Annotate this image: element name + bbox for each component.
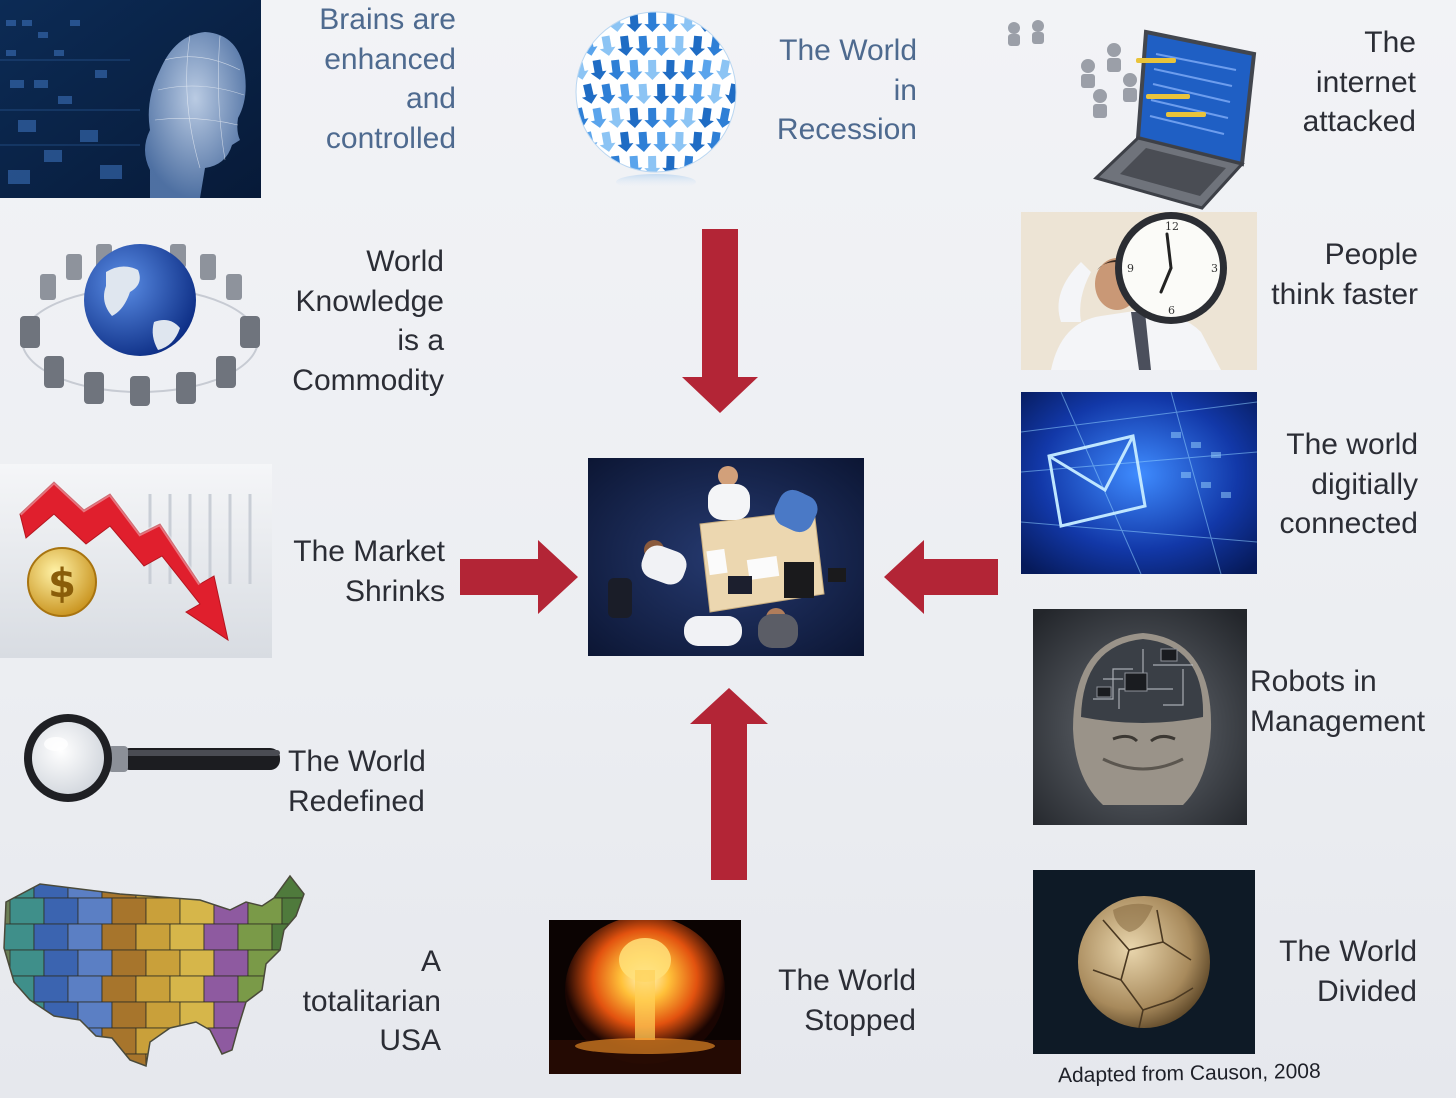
explosion-image (549, 920, 741, 1074)
digital-envelope-image (1021, 392, 1257, 574)
man-holding-clock-image: 12 3 6 9 (1021, 212, 1257, 370)
arrow-globe-image (572, 6, 740, 194)
arrow-up-icon (690, 688, 768, 880)
business-meeting-photo (588, 458, 864, 656)
magnifying-glass-image (18, 708, 282, 808)
globe-conference-chairs-image (14, 236, 266, 408)
svg-text:$: $ (48, 561, 76, 607)
arrow-left-icon (884, 540, 998, 614)
svg-text:9: 9 (1127, 262, 1134, 275)
arrow-down-icon (682, 229, 758, 413)
svg-text:12: 12 (1165, 220, 1179, 233)
usa-map-image (0, 872, 306, 1068)
svg-text:3: 3 (1211, 262, 1218, 275)
circuit-brain-head-image (1033, 609, 1247, 825)
svg-text:6: 6 (1168, 304, 1175, 317)
falling-chart-coin-image: $ (0, 464, 272, 658)
arrow-right-icon (460, 540, 578, 614)
laptop-robots-image (996, 14, 1258, 210)
source-credit: Adapted from Causon, 2008 (1057, 1059, 1321, 1088)
cracked-globe-image (1033, 870, 1255, 1054)
digital-human-head-image (0, 0, 261, 198)
